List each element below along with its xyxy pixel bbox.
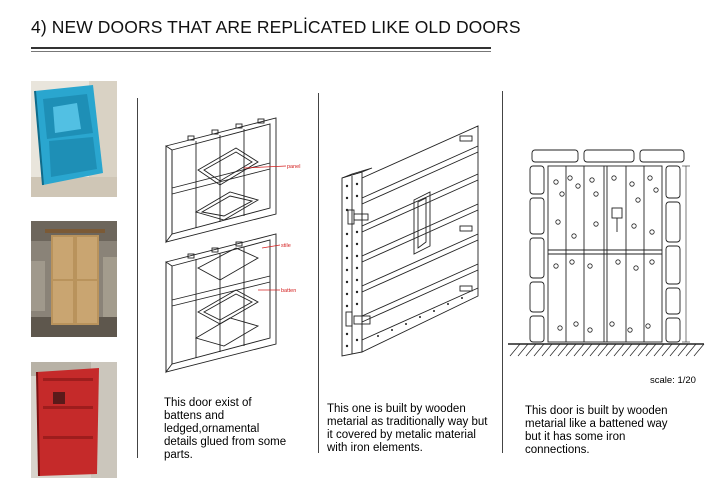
caption-line: metarial as traditionally way but	[327, 416, 488, 428]
scale-label: scale: 1/20	[650, 375, 696, 386]
title-underline-thin	[31, 51, 491, 52]
caption-line: This door is built by wooden	[525, 405, 668, 417]
caption-line: metarial like a battened way	[525, 418, 668, 430]
column-divider-2	[318, 93, 319, 453]
caption-metal-covered-door: This one is built by wooden metarial as …	[327, 403, 503, 455]
title-underline	[31, 47, 491, 49]
batten-label: batten	[281, 288, 296, 294]
caption-line: parts.	[164, 449, 193, 461]
blue-door-photo	[31, 81, 117, 197]
caption-line: details glued from some	[164, 436, 287, 448]
caption-elevation-door: This door is built by wooden metarial li…	[525, 405, 705, 457]
wooden-door-photo	[31, 221, 117, 337]
caption-line: This door exist of	[164, 397, 252, 409]
column-divider-1	[137, 98, 138, 458]
red-door-photo	[31, 362, 117, 478]
caption-line: connections.	[525, 444, 590, 456]
caption-line: ledged,ornamental	[164, 423, 260, 435]
caption-line: This one is built by wooden	[327, 403, 466, 415]
caption-line: battens and	[164, 410, 225, 422]
caption-line: it covered by metalic material	[327, 429, 476, 441]
page-title: 4) NEW DOORS THAT ARE REPLİCATED LIKE OL…	[31, 17, 521, 37]
panel-label: panel	[287, 164, 300, 170]
caption-line: with iron elements.	[327, 442, 423, 454]
caption-line: but it has some iron	[525, 431, 626, 443]
stile-label: stile	[281, 243, 291, 249]
caption-battened-door: This door exist of battens and ledged,or…	[164, 397, 314, 462]
column-divider-3	[502, 91, 503, 453]
